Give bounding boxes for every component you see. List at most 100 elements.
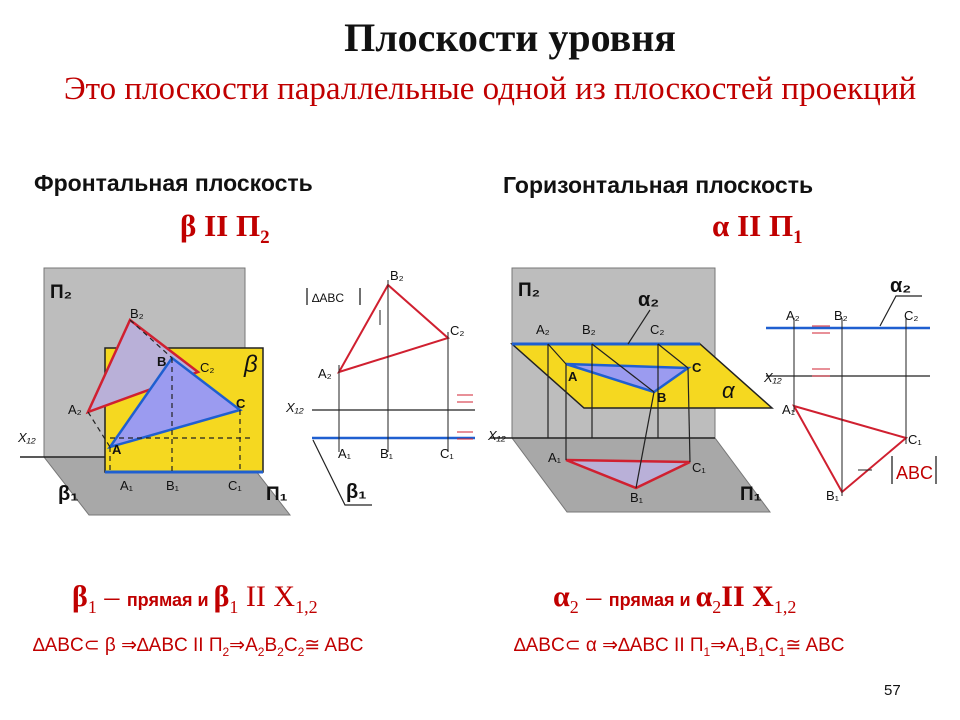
conc-trace-sub: 2 [569,597,579,617]
conc-word: прямая и [126,590,214,610]
rel-plane: β [180,208,197,243]
proof-part: ⇒A [710,635,739,656]
connecting-lines [547,309,691,489]
proof-part: C [283,635,298,656]
proof-part: ∆ABC⊂ β ⇒∆ABC II П [33,635,223,656]
rel-proj-sub: 1 [793,227,803,249]
label-p1: П₁ [266,484,288,505]
horizontal-conclusion: α2 – прямая и α2II X1,2 [553,580,796,618]
proof-sub: 1 [758,644,765,659]
slide-title: Плоскости уровня [344,15,676,60]
conc-plane2: α [695,580,713,613]
rel-proj: П [768,208,794,243]
frontal-proof: ∆ABC⊂ β ⇒∆ABC II П2⇒A2B2C2≅ ABC [33,634,363,659]
label-abc-epure: ∆ABC [312,291,344,305]
proof-sub: 1 [778,644,786,659]
frontal-relation: β II П2 [180,208,270,249]
conc-axis: X [752,580,774,613]
proof-part: ≅ ABC [785,635,845,656]
label-b2: B₂ [130,306,144,321]
proof-sub: 1 [703,644,711,659]
label-b2-epure: B₂ [390,268,404,283]
conc-trace-sub: 1 [87,597,97,617]
page-number: 57 [884,682,901,699]
label-p2: П₂ [50,282,72,303]
label-a2-epure: A₂ [318,366,332,381]
triangle-a2b2c2 [85,318,201,415]
rel-plane: α [712,208,730,243]
label-a2: A₂ [68,402,82,417]
slide-subtitle: Это плоскости параллельные одной из плос… [63,71,917,107]
label-c2-epure: C₂ [450,323,464,338]
proof-part: B [745,635,759,656]
label-p2: П₂ [518,280,540,301]
frontal-heading: Фронтальная плоскость [34,170,313,196]
label-a2: A₂ [536,322,550,337]
label-x12: X₁₂ [487,428,506,443]
triangle-epure [791,404,909,494]
conc-trace2-sub: 1 [229,597,239,617]
proof-sub: 2 [297,644,305,659]
label-b2: B₂ [582,322,596,337]
label-c2: C₂ [200,360,214,375]
label-a: A [568,369,578,384]
label-alpha2-epure: α₂ [890,275,911,297]
label-alpha2: α₂ [638,289,659,311]
proof-sub: 2 [222,644,230,659]
label-a1-epure: A₁ [338,446,352,461]
label-beta: β [243,351,258,378]
label-a1: A₁ [548,450,562,465]
conc-plane: α [553,580,570,613]
label-a: A [112,442,122,457]
label-a1-epure: A₁ [782,402,796,417]
label-beta1-epure: β₁ [346,481,366,503]
frontal-epure: ∆ABC X₁₂ A₂ B₂ C₂ A₁ B₁ C₁ β₁ [285,268,475,506]
conc-parallel: II [238,580,274,613]
epure-ticks [338,280,473,452]
conc-trace2-sub: 2 [712,597,722,617]
label-c2: C₂ [650,322,664,337]
label-c: C [236,396,246,411]
label-c1-epure: C₁ [908,432,922,447]
label-abc-epure: ABC [896,463,933,483]
proof-part: C [764,635,779,656]
label-x12: X₁₂ [17,430,36,445]
label-a2-epure: A₂ [786,308,800,323]
conc-dash: – [96,580,127,613]
horizontal-epure: ABC α₂ X₁₂ A₂ B₂ C₂ A₁ B₁ C₁ [763,275,937,503]
epure-ticks [793,318,907,496]
proof-part: ≅ ABC [304,635,364,656]
frontal-conclusion: β1 – прямая и β1 II X1,2 [72,580,318,618]
label-c1: C₁ [228,478,242,493]
label-beta1: β₁ [58,483,78,505]
horizontal-relation: α II П1 [712,208,803,249]
conc-plane2: β [213,580,230,613]
label-b: B [657,390,666,405]
conc-plane: β [72,580,88,613]
label-c1: C₁ [692,460,706,475]
label-x12-epure: X₁₂ [285,400,304,415]
conc-axis-sub: 1,2 [773,597,797,617]
horizontal-3d-diagram: П₂ П₁ X₁₂ α₂ α A₂ B₂ C₂ A B C A₁ B₁ C₁ [487,267,774,513]
conc-axis-sub: 1,2 [295,597,318,617]
proof-part: ∆ABC⊂ α ⇒∆ABC II П [514,635,704,656]
label-b: B [157,354,166,369]
label-p1: П₁ [740,484,762,505]
horizontal-heading: Горизонтальная плоскость [503,172,814,198]
horizontal-proof: ∆ABC⊂ α ⇒∆ABC II П1⇒A1B1C1≅ ABC [514,634,845,659]
label-b1-epure: B₁ [380,446,394,461]
proof-sub: 2 [277,644,284,659]
triangle-epure [336,283,450,374]
label-c: C [692,360,702,375]
proof-sub: 1 [738,644,746,659]
alpha2-trace-epure [879,295,922,327]
label-b1: B₁ [166,478,180,493]
triangle-a1b1c1 [565,458,691,490]
label-a1: A₁ [120,478,134,493]
label-c2-epure: C₂ [904,308,918,323]
label-b2-epure: B₂ [834,308,848,323]
label-x12-epure: X₁₂ [763,370,782,385]
conc-parallel: II [721,580,753,613]
label-alpha: α [722,378,736,403]
rel-proj-sub: 2 [260,227,270,249]
